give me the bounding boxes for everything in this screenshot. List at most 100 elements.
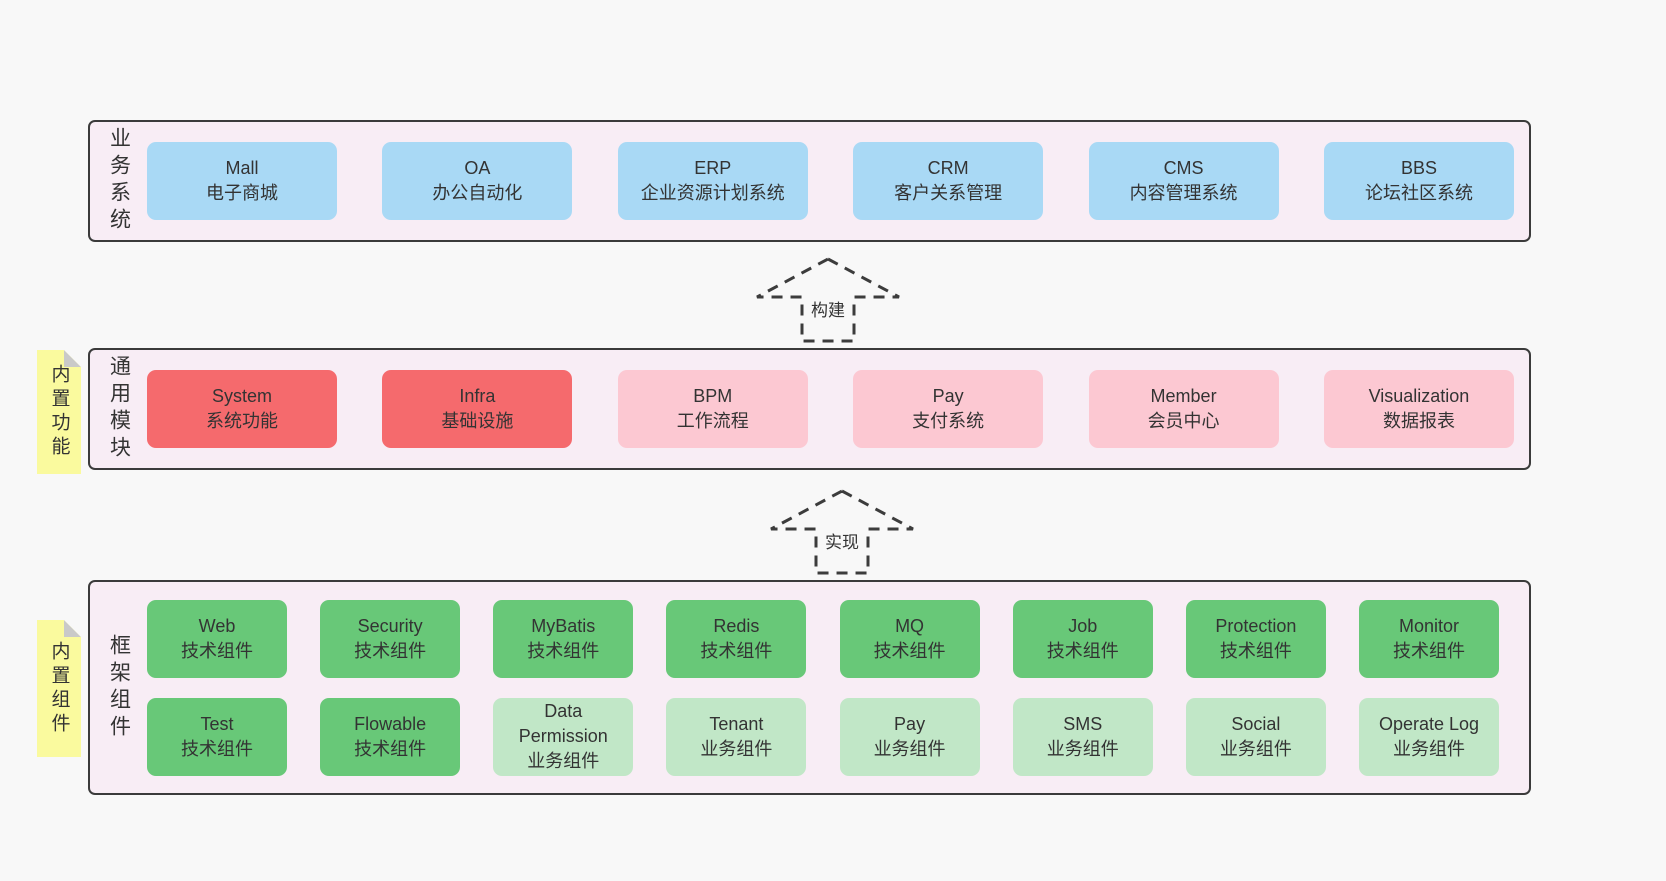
box-subtitle: 技术组件: [1392, 640, 1465, 661]
box-title: System: [211, 386, 272, 406]
box-mybatis: MyBatis 技术组件: [493, 599, 634, 678]
box-title: Test: [200, 713, 234, 734]
box-subtitle: 数据报表: [1382, 411, 1455, 431]
box-subtitle: 技术组件: [354, 738, 427, 759]
section-common-label: 通用模块: [107, 355, 131, 463]
box-title: CMS: [1163, 158, 1204, 178]
box-title: Operate Log: [1378, 713, 1480, 734]
box-title: Job: [1068, 615, 1098, 636]
framework-rows: Web 技术组件 Security 技术组件 MyBatis 技术组件 Redi…: [147, 599, 1529, 776]
box-title: BBS: [1400, 158, 1437, 178]
box-subtitle: 业务组件: [1046, 738, 1119, 759]
section-common-modules: 通用模块 System 系统功能 Infra 基础设施 BPM 工作流程 Pay…: [88, 348, 1531, 470]
folded-corner-icon: [64, 620, 81, 637]
box-infra: Infra 基础设施: [382, 370, 573, 448]
box-pay-system: Pay 支付系统: [853, 370, 1044, 448]
box-mq: MQ 技术组件: [839, 599, 980, 678]
sticky-built-in-components: 内置组件: [37, 620, 81, 757]
box-bbs: BBS 论坛社区系统: [1323, 142, 1514, 220]
box-subtitle: 系统功能: [206, 411, 278, 431]
box-oa: OA 办公自动化: [382, 142, 573, 220]
box-title: ERP: [694, 158, 732, 178]
box-subtitle: 技术组件: [1219, 640, 1292, 661]
box-title: Security: [357, 615, 423, 636]
up-arrow-icon: [770, 489, 914, 575]
box-subtitle: 企业资源计划系统: [640, 183, 785, 203]
box-subtitle: 内容管理系统: [1129, 183, 1238, 203]
box-subtitle: 技术组件: [354, 640, 427, 661]
box-title: Infra: [459, 386, 496, 406]
build-arrow-label: 构建: [806, 295, 850, 322]
box-operate-log: Operate Log 业务组件: [1358, 697, 1499, 776]
box-subtitle: 基础设施: [441, 411, 514, 431]
section-framework-label: 框架组件: [107, 633, 131, 742]
implement-arrow-label: 实现: [820, 527, 864, 554]
box-pay-component: Pay 业务组件: [839, 697, 980, 776]
build-arrow: 构建: [753, 256, 903, 344]
framework-box-row-1: Web 技术组件 Security 技术组件 MyBatis 技术组件 Redi…: [147, 599, 1514, 678]
box-subtitle: 业务组件: [1219, 738, 1292, 759]
sticky-label: 内置组件: [48, 640, 70, 737]
box-data-permission: Data Permission 业务组件: [493, 697, 634, 776]
box-subtitle: 技术组件: [873, 640, 946, 661]
box-subtitle: 技术组件: [1046, 640, 1119, 661]
box-title: Visualization: [1368, 386, 1470, 406]
box-title: Pay: [894, 713, 926, 734]
box-title: BPM: [693, 386, 733, 406]
framework-box-row-2: Test 技术组件 Flowable 技术组件 Data Permission …: [147, 697, 1514, 776]
box-cms: CMS 内容管理系统: [1088, 142, 1279, 220]
section-framework-components: 框架组件 Web 技术组件 Security 技术组件 MyBatis 技术组件…: [88, 580, 1531, 795]
box-title: Member: [1150, 386, 1217, 406]
box-subtitle: 技术组件: [700, 640, 773, 661]
box-title: OA: [464, 158, 491, 178]
folded-corner-icon: [64, 350, 81, 367]
box-title: Social: [1231, 713, 1281, 734]
box-title: Protection: [1215, 615, 1297, 636]
sticky-built-in-functions: 内置功能: [37, 350, 81, 474]
box-monitor: Monitor 技术组件: [1358, 599, 1499, 678]
box-subtitle: 工作流程: [676, 411, 749, 431]
box-flowable: Flowable 技术组件: [320, 697, 461, 776]
box-security: Security 技术组件: [320, 599, 461, 678]
common-box-row: System 系统功能 Infra 基础设施 BPM 工作流程 Pay 支付系统…: [147, 370, 1529, 448]
box-crm: CRM 客户关系管理: [853, 142, 1044, 220]
box-subtitle: 客户关系管理: [894, 183, 1003, 203]
box-title: SMS: [1063, 713, 1103, 734]
implement-arrow: 实现: [767, 488, 917, 576]
box-subtitle: 论坛社区系统: [1364, 183, 1473, 203]
sticky-label: 内置功能: [48, 364, 70, 460]
box-tenant: Tenant 业务组件: [666, 697, 807, 776]
section-business-systems: 业务系统 Mall 电子商城 OA 办公自动化 ERP 企业资源计划系统 CRM…: [88, 120, 1531, 242]
box-protection: Protection 技术组件: [1185, 599, 1326, 678]
box-title: MyBatis: [531, 615, 596, 636]
box-subtitle: 会员中心: [1147, 411, 1220, 431]
business-box-row: Mall 电子商城 OA 办公自动化 ERP 企业资源计划系统 CRM 客户关系…: [147, 142, 1529, 220]
box-subtitle: 支付系统: [912, 411, 985, 431]
box-sms: SMS 业务组件: [1012, 697, 1153, 776]
box-system: System 系统功能: [147, 370, 337, 448]
box-title: Mall: [225, 158, 259, 178]
box-visualization: Visualization 数据报表: [1323, 370, 1514, 448]
box-title: MQ: [895, 615, 925, 636]
box-bpm: BPM 工作流程: [617, 370, 808, 448]
box-title: Data Permission: [518, 701, 608, 746]
box-web: Web 技术组件: [147, 599, 287, 678]
up-arrow-icon: [756, 257, 900, 343]
box-mall: Mall 电子商城: [147, 142, 337, 220]
box-test: Test 技术组件: [147, 697, 287, 776]
section-business-label: 业务系统: [107, 127, 131, 235]
box-job: Job 技术组件: [1012, 599, 1153, 678]
box-subtitle: 业务组件: [873, 738, 946, 759]
box-subtitle: 业务组件: [1392, 738, 1465, 759]
box-subtitle: 业务组件: [700, 738, 773, 759]
box-erp: ERP 企业资源计划系统: [617, 142, 808, 220]
box-subtitle: 电子商城: [206, 183, 278, 203]
box-subtitle: 办公自动化: [432, 183, 523, 203]
box-subtitle: 业务组件: [527, 751, 600, 771]
box-subtitle: 技术组件: [181, 738, 253, 759]
box-member: Member 会员中心: [1088, 370, 1279, 448]
box-social: Social 业务组件: [1185, 697, 1326, 776]
box-title: Web: [198, 615, 236, 636]
box-subtitle: 技术组件: [181, 640, 253, 661]
